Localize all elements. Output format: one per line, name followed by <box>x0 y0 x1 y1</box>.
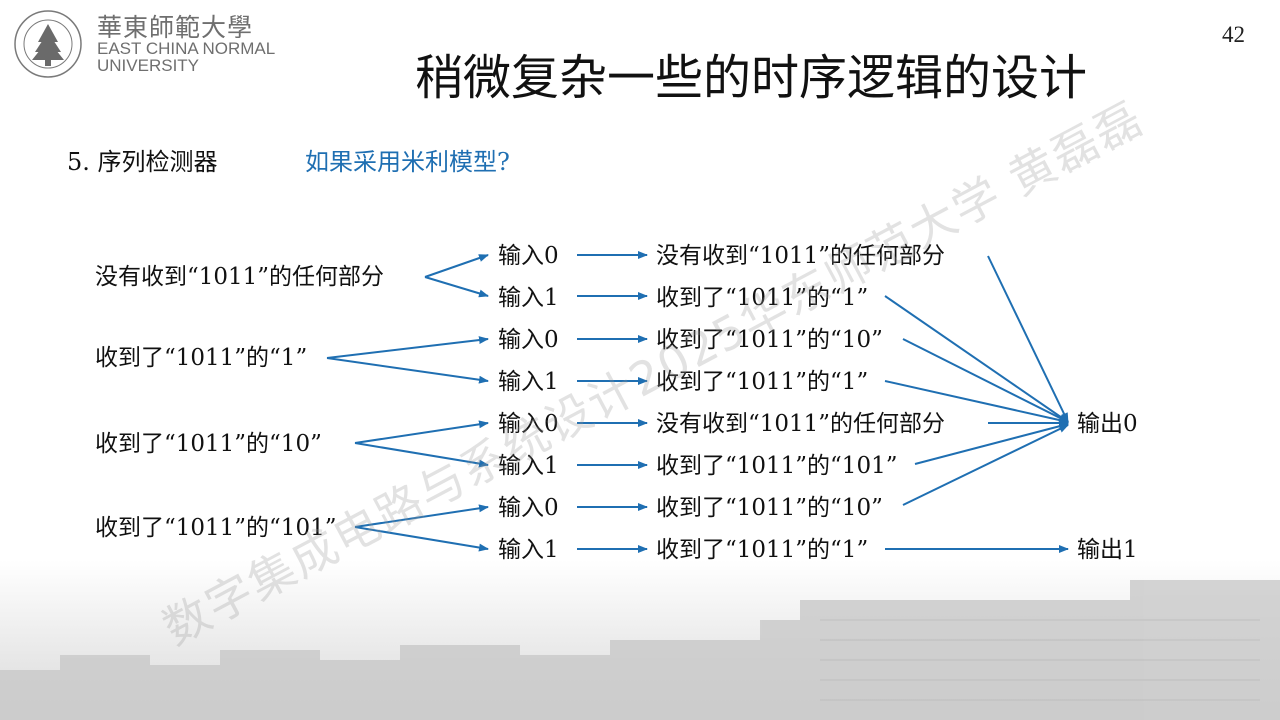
next-state-label-0: 没有收到“1011”的任何部分 <box>656 243 946 269</box>
arrow-state1-in1 <box>326 357 489 384</box>
logo-english-line2: UNIVERSITY <box>97 56 200 75</box>
next-state-label-6: 收到了“1011”的“10” <box>656 495 883 521</box>
arrow-state3-in1 <box>354 526 489 552</box>
arrow-state2-in0 <box>354 420 489 444</box>
arrow-out0-d <box>884 380 1069 424</box>
page-title: 稍微复杂一些的时序逻辑的设计 <box>415 50 1088 106</box>
arrow-state3-in0 <box>354 504 489 528</box>
next-state-label-1: 收到了“1011”的“1” <box>656 285 869 311</box>
input-label-1: 输入1 <box>498 285 559 311</box>
next-state-label-3: 收到了“1011”的“1” <box>656 369 869 395</box>
output-label-0: 输出0 <box>1077 411 1138 437</box>
arrow-out0-g <box>902 424 1069 506</box>
next-state-label-5: 收到了“1011”的“101” <box>656 453 898 479</box>
input-label-5: 输入1 <box>498 453 559 479</box>
mealy-question: 如果采用米利模型? <box>305 148 510 176</box>
arrow-out0-a <box>987 255 1069 423</box>
next-state-label-4: 没有收到“1011”的任何部分 <box>656 411 946 437</box>
arrow-out0-b <box>884 295 1069 423</box>
state-label-2: 收到了“1011”的“10” <box>95 431 322 457</box>
input-label-7: 输入1 <box>498 537 559 563</box>
input-label-3: 输入1 <box>498 369 559 395</box>
input-label-0: 输入0 <box>498 243 559 269</box>
input-label-2: 输入0 <box>498 327 559 353</box>
state-label-0: 没有收到“1011”的任何部分 <box>95 264 385 290</box>
logo-english-line1: EAST CHINA NORMAL <box>97 39 276 58</box>
input-label-4: 输入0 <box>498 411 559 437</box>
next-state-label-2: 收到了“1011”的“10” <box>656 327 883 353</box>
logo-chinese-name: 華東師範大學 <box>97 13 254 42</box>
next-state-label-7: 收到了“1011”的“1” <box>656 537 869 563</box>
page-number: 42 <box>1222 22 1245 47</box>
arrow-out0-f <box>914 422 1069 465</box>
section-subtitle: 5. 序列检测器 <box>67 148 218 176</box>
output-label-1: 输出1 <box>1077 537 1138 563</box>
state-label-1: 收到了“1011”的“1” <box>95 345 308 371</box>
arrow-state0-in1 <box>424 276 489 298</box>
background-campus-image <box>0 560 1280 720</box>
input-label-6: 输入0 <box>498 495 559 521</box>
state-label-3: 收到了“1011”的“101” <box>95 515 337 541</box>
arrow-state0-in0 <box>424 254 489 278</box>
arrow-state1-in0 <box>326 336 489 359</box>
arrow-out0-c <box>902 338 1069 423</box>
university-seal-logo <box>14 10 82 78</box>
arrow-state2-in1 <box>354 442 489 468</box>
